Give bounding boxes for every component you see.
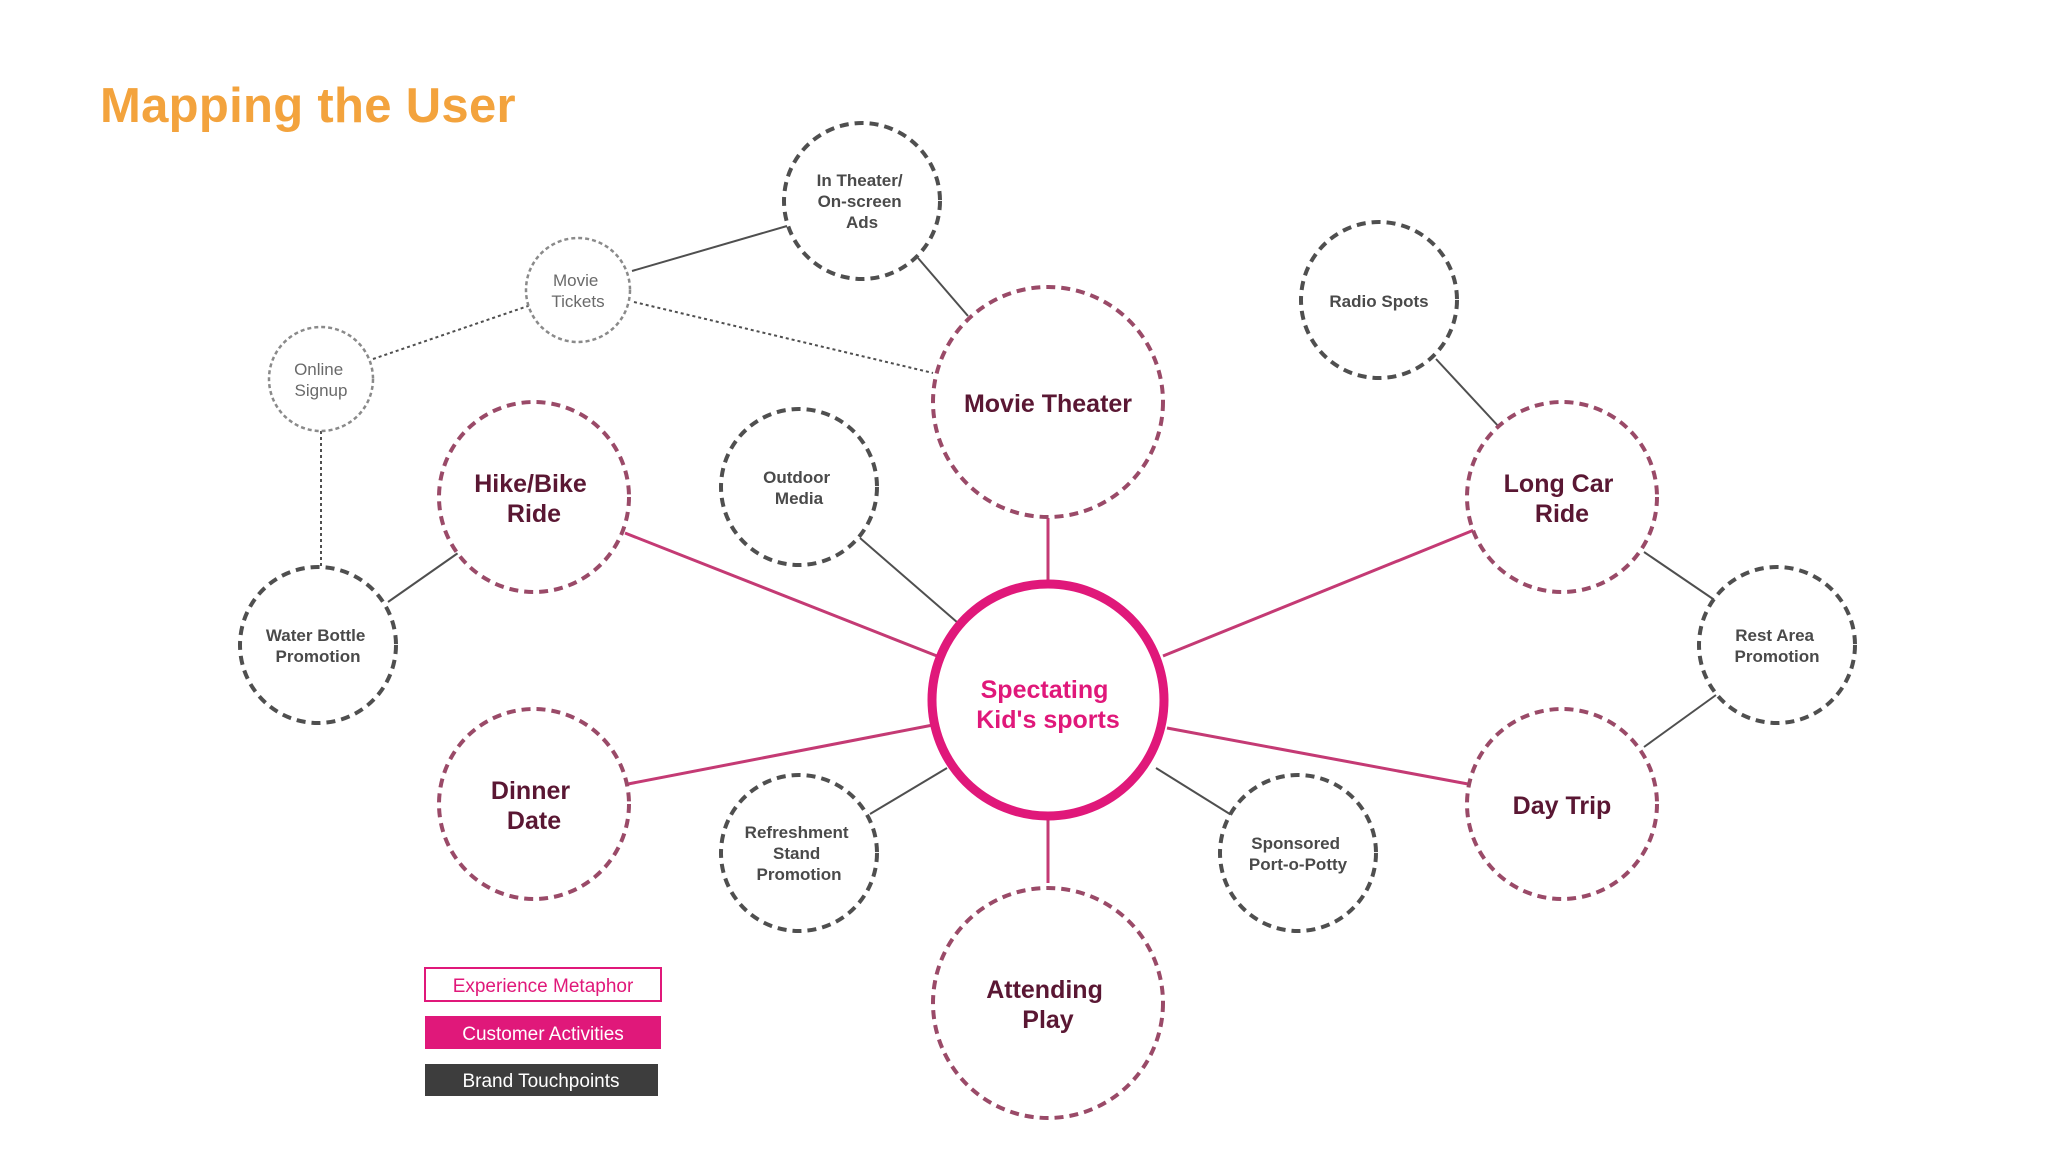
link-signup-tickets [372, 304, 532, 360]
legend-item-brand-touchpoints: Brand Touchpoints [425, 1064, 658, 1096]
metaphor-node-attending-play: Attending Play [931, 886, 1165, 1120]
touchpoint-node-radio-spots: Radio Spots [1299, 220, 1459, 380]
touchpoint-node-outdoor-media: Outdoor Media [719, 407, 879, 567]
link-radio-longcar [1435, 358, 1501, 429]
center-node-spectating: Spectating Kid's sports [927, 579, 1169, 821]
link-daytrip-restarea [1643, 694, 1717, 748]
legend-item-experience-metaphor: Experience Metaphor [424, 967, 662, 1002]
center-ring [927, 579, 1169, 821]
spoke-dinner-date [627, 723, 934, 786]
spoke-long-car [1162, 528, 1475, 658]
touchpoint-node-sponsored-port-o-potty: Sponsored Port-o-Potty [1218, 773, 1378, 933]
touchpoint-label: Outdoor Media [763, 468, 835, 508]
legend-label: Brand Touchpoints [462, 1071, 619, 1092]
link-tickets-ads [631, 225, 788, 272]
touchpoint-label: Sponsored Port-o-Potty [1249, 834, 1348, 874]
touchpoint-node-rest-area: Rest Area Promotion [1697, 565, 1857, 725]
connectors [320, 225, 1717, 883]
touchpoint-node-movie-tickets: Movie Tickets [524, 236, 632, 344]
legend: Experience Metaphor Customer Activities … [424, 967, 662, 1096]
spoke-day-trip [1166, 726, 1469, 786]
spoke-hike-bike [624, 531, 938, 658]
legend-label: Customer Activities [462, 1024, 624, 1045]
link-tickets-theater [633, 301, 934, 374]
touchpoint-label: In Theater/ On-screen Ads [817, 171, 908, 232]
legend-label: Experience Metaphor [453, 976, 634, 997]
metaphor-node-long-car-ride: Long Car Ride [1465, 400, 1659, 594]
metaphor-label: Movie Theater [964, 390, 1132, 418]
touchpoint-node-in-theater-ads: In Theater/ On-screen Ads [782, 121, 942, 281]
metaphor-label: Long Car Ride [1504, 470, 1621, 528]
metaphor-node-movie-theater: Movie Theater [931, 285, 1165, 519]
metaphor-label: Attending Play [986, 976, 1110, 1034]
legend-item-customer-activities: Customer Activities [425, 1016, 661, 1049]
touchpoint-label: Water Bottle Promotion [266, 626, 370, 666]
touchpoint-node-online-signup: Online Signup [267, 325, 375, 433]
link-center-outdoor [859, 537, 959, 624]
touchpoint-label: Radio Spots [1329, 292, 1428, 311]
metaphor-label: Dinner Date [491, 777, 577, 835]
touchpoint-label: Online Signup [294, 360, 348, 400]
link-hike-bottle [387, 552, 459, 603]
metaphor-node-day-trip: Day Trip [1465, 707, 1659, 901]
metaphor-label: Hike/Bike Ride [474, 470, 594, 528]
touchpoint-label: Movie Tickets [551, 271, 604, 311]
page-title: Mapping the User [100, 79, 516, 133]
metaphor-node-hike-bike-ride: Hike/Bike Ride [437, 400, 631, 594]
metaphor-node-dinner-date: Dinner Date [437, 707, 631, 901]
metaphor-label: Day Trip [1513, 792, 1612, 820]
center-label: Spectating Kid's sports [976, 676, 1119, 734]
touchpoint-label: Refreshment Stand Promotion [745, 823, 854, 884]
link-longcar-restarea [1643, 551, 1717, 602]
link-center-refreshment [869, 767, 948, 815]
link-theater-ads [917, 257, 969, 317]
link-center-potty [1155, 767, 1234, 817]
touchpoint-node-refreshment-stand: Refreshment Stand Promotion [719, 773, 879, 933]
touchpoint-node-water-bottle: Water Bottle Promotion [238, 565, 398, 725]
touchpoint-label: Rest Area Promotion [1735, 626, 1820, 666]
